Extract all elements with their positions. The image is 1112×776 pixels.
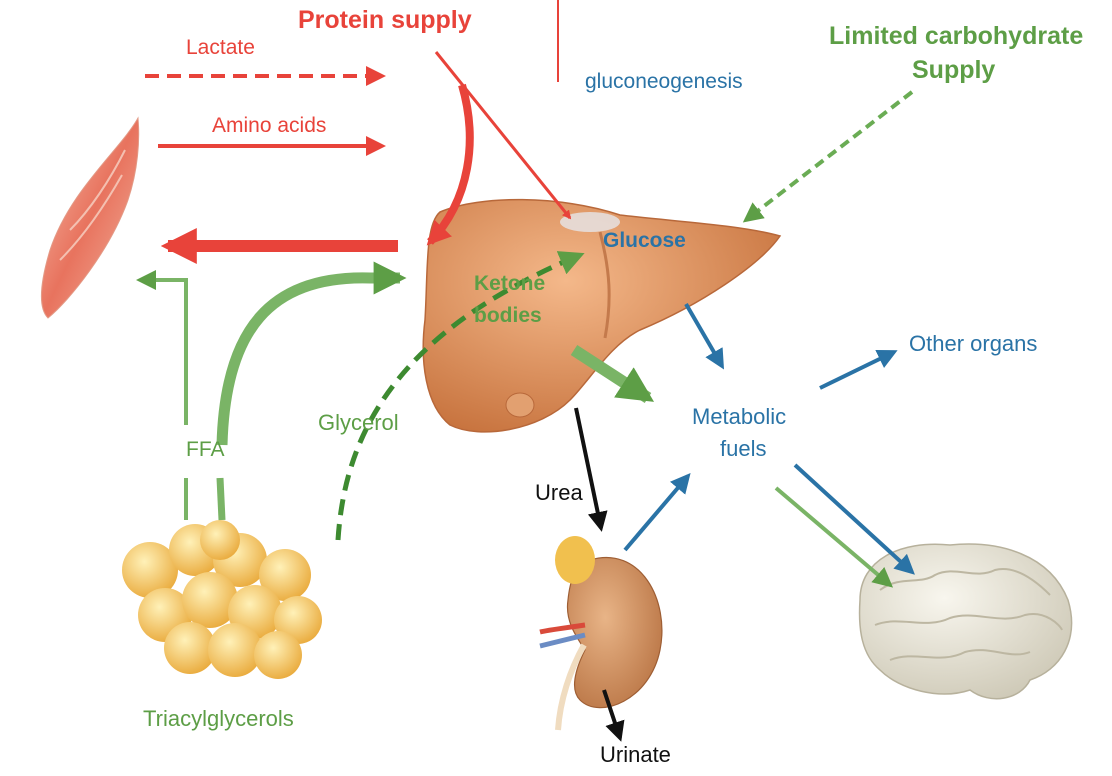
glucose-label: Glucose bbox=[603, 229, 686, 252]
protein-to-liver-arrow bbox=[434, 51, 572, 220]
liver-to-kidney-arrow bbox=[574, 407, 608, 532]
other-organs-label: Other organs bbox=[909, 331, 1038, 356]
fuels-to-brain-blue-arrow bbox=[793, 463, 915, 575]
kidney-to-fuels-arrow bbox=[623, 472, 691, 552]
bodies-label: bodies bbox=[474, 304, 542, 327]
brain-illustration bbox=[858, 543, 1073, 700]
ffa-lower-thick-line bbox=[216, 477, 226, 521]
supply-label: Supply bbox=[912, 56, 996, 84]
ffa-to-liver-arrow bbox=[216, 261, 407, 446]
kidney-illustration bbox=[539, 536, 663, 731]
muscle-illustration bbox=[41, 116, 140, 319]
glucose-arrows bbox=[623, 302, 915, 575]
glucose-to-fuels-arrow bbox=[684, 302, 725, 370]
fuels-to-brain-green-arrow bbox=[774, 486, 894, 588]
ketone-label: Ketone bbox=[474, 272, 546, 295]
fuels-label: fuels bbox=[720, 436, 767, 461]
ffa-to-muscle-arrow bbox=[136, 270, 188, 425]
limited-carbohydrate-label: Limited carbohydrate bbox=[829, 22, 1084, 50]
urea-arrows bbox=[574, 407, 625, 742]
ffa-label: FFA bbox=[186, 438, 225, 461]
urinate-arrow bbox=[602, 689, 625, 742]
protein-arrows bbox=[145, 0, 572, 264]
gluconeogenesis-label: gluconeogenesis bbox=[585, 70, 743, 93]
protein-curve-arrow bbox=[426, 83, 474, 246]
amino-acids-label: Amino acids bbox=[212, 114, 327, 137]
glycerol-label: Glycerol bbox=[318, 410, 399, 435]
metabolic-label: Metabolic bbox=[692, 404, 787, 429]
ketone-to-fuels-arrow bbox=[570, 344, 655, 404]
triacylglycerols-label: Triacylglycerols bbox=[143, 706, 294, 731]
lactate-label: Lactate bbox=[186, 36, 255, 59]
carbohydrate-arrow bbox=[742, 90, 914, 223]
urea-label: Urea bbox=[535, 480, 583, 505]
adipose-illustration bbox=[122, 520, 322, 679]
protein-supply-label: Protein supply bbox=[298, 6, 472, 34]
fat-arrows bbox=[136, 90, 914, 588]
fuels-to-organs-arrow bbox=[819, 350, 898, 390]
urinate-label: Urinate bbox=[600, 742, 671, 767]
